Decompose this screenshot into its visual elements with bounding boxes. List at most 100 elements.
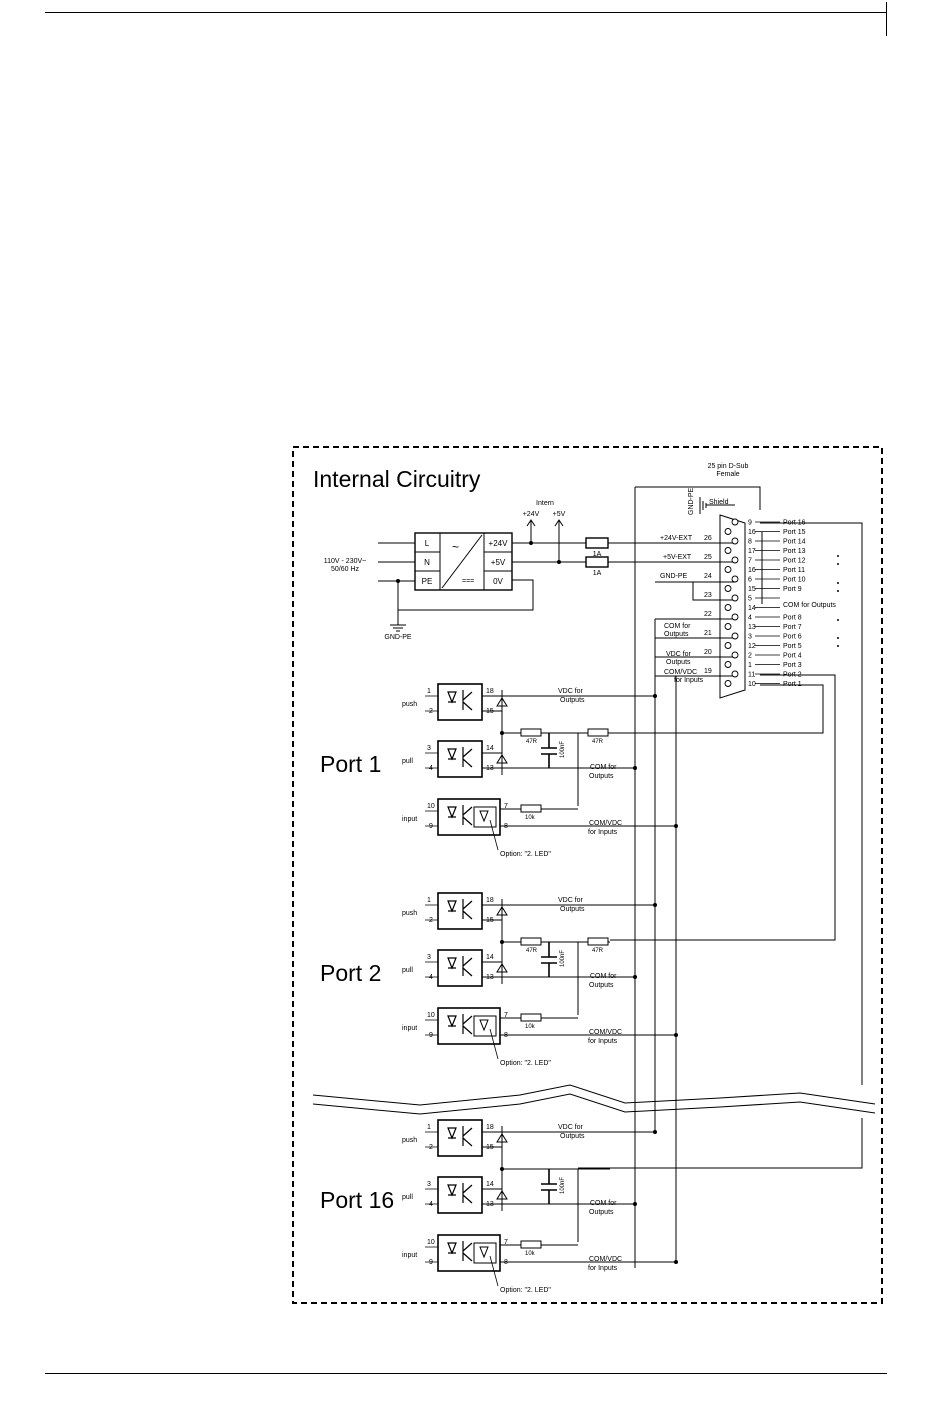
option-label: Option: "2. LED"	[500, 1060, 551, 1067]
net-outputs-2: Outputs	[666, 659, 691, 666]
dsub-pin	[724, 661, 732, 668]
pin-number: 2	[429, 1144, 433, 1151]
port-label: Port 9	[783, 586, 802, 593]
pin-number: 14	[486, 1181, 494, 1188]
dsub-pin-number: 4	[748, 615, 752, 622]
net-label: Outputs	[589, 982, 614, 989]
psu-tilde: ~	[452, 540, 459, 554]
dsub-pin	[731, 632, 739, 640]
dsub-pin-number: 11	[748, 672, 755, 679]
capacitor-value: 100nF	[560, 950, 566, 967]
net-label: for Inputs	[588, 1265, 618, 1272]
continuation-dot	[837, 637, 839, 639]
net-label: COM for	[590, 764, 617, 771]
dsub-pin	[724, 566, 732, 573]
fuse-1-label: 1A	[593, 551, 602, 558]
port-label: Port 10	[783, 577, 806, 584]
dsub-pin	[731, 651, 739, 659]
header-rule	[45, 12, 887, 13]
psu-term-0v: 0V	[493, 577, 503, 586]
option-label: Option: "2. LED"	[500, 1287, 551, 1294]
pin-number: 1	[427, 897, 431, 904]
opto-symbol	[447, 747, 473, 768]
optocoupler	[437, 1176, 483, 1214]
net-gndpe: GND-PE	[660, 573, 688, 580]
capacitor-value: 100nF	[560, 1177, 566, 1194]
resistor	[520, 1013, 542, 1022]
pin-stub	[425, 810, 438, 827]
opto-symbol	[447, 1183, 473, 1204]
pin-number: 10	[427, 1239, 435, 1246]
junction	[653, 694, 657, 698]
capacitor	[541, 942, 557, 977]
fuse-2-label: 1A	[593, 570, 602, 577]
diode	[482, 1183, 508, 1211]
opto-symbol	[447, 690, 473, 711]
pin-number: 18	[486, 897, 494, 904]
dsub-title: 25 pin D-Sub	[708, 463, 749, 470]
port-label: Port 8	[783, 615, 802, 622]
junction	[500, 731, 504, 735]
net-label: VDC for	[558, 688, 584, 695]
psu-dc: ===	[462, 578, 474, 585]
option-leader	[489, 1028, 499, 1060]
junction	[633, 766, 637, 770]
net-label: COM/VDC	[589, 820, 622, 827]
net-label: COM for	[590, 973, 617, 980]
capacitor-value: 100nF	[560, 741, 566, 758]
optocoupler	[437, 892, 483, 930]
pin-number: 3	[427, 745, 431, 752]
dsub-pin-number: 10	[748, 681, 756, 688]
pin-number: 4	[429, 974, 433, 981]
port-label: Port 6	[783, 634, 802, 641]
pin-stub	[425, 1131, 438, 1148]
optocoupler	[437, 683, 483, 721]
net-comvdc-1: COM/VDC	[664, 669, 697, 676]
break-line	[312, 1084, 876, 1106]
resistor	[587, 728, 609, 737]
dsub-subtitle: Female	[716, 471, 739, 478]
psu-input-voltage: 110V - 230V~	[324, 558, 367, 565]
diode	[482, 1126, 508, 1154]
continuation-dot	[837, 555, 839, 557]
pin-number: 18	[486, 688, 494, 695]
pin-stub	[425, 752, 438, 769]
diode	[482, 899, 508, 927]
optocoupler	[437, 1119, 483, 1157]
net-vdc-for-1: VDC for	[666, 651, 692, 658]
psu-term-5v: +5V	[491, 558, 506, 567]
dsub-pin	[724, 528, 732, 535]
net-label: Outputs	[560, 1133, 585, 1140]
psu-intern: Intern	[536, 500, 554, 507]
pin-ext24: 26	[704, 535, 712, 542]
dsub-pin	[724, 680, 732, 687]
led-symbol	[473, 1242, 497, 1264]
net-ext24: +24V-EXT	[660, 535, 693, 542]
junction	[653, 903, 657, 907]
footer-rule	[45, 1373, 887, 1374]
dsub-shield: Shield	[709, 499, 729, 506]
pin-number: 9	[429, 1259, 433, 1266]
net-label: for Inputs	[588, 829, 618, 836]
resistor	[520, 1240, 542, 1249]
capacitor	[541, 1169, 557, 1204]
optocoupler	[437, 740, 483, 778]
pin-23: 23	[704, 592, 712, 599]
pin-number: 7	[504, 1239, 508, 1246]
opto-symbol	[447, 1014, 473, 1035]
capacitor	[541, 733, 557, 768]
net-label: VDC for	[558, 1124, 584, 1131]
dsub-pin	[724, 604, 732, 611]
port-block: Port 2push121815pull341413input10978100n…	[320, 892, 678, 1067]
pin-number: 14	[486, 745, 494, 752]
port-label: Port 3	[783, 662, 802, 669]
diagram-title: Internal Circuitry	[313, 466, 481, 492]
pin-number: 10	[427, 803, 435, 810]
pin-number: 4	[429, 765, 433, 772]
header-tick	[886, 2, 887, 36]
pin-stub	[425, 695, 438, 712]
opto-symbol	[447, 805, 473, 826]
diode	[482, 956, 508, 984]
port-label: Port 12	[783, 558, 806, 565]
